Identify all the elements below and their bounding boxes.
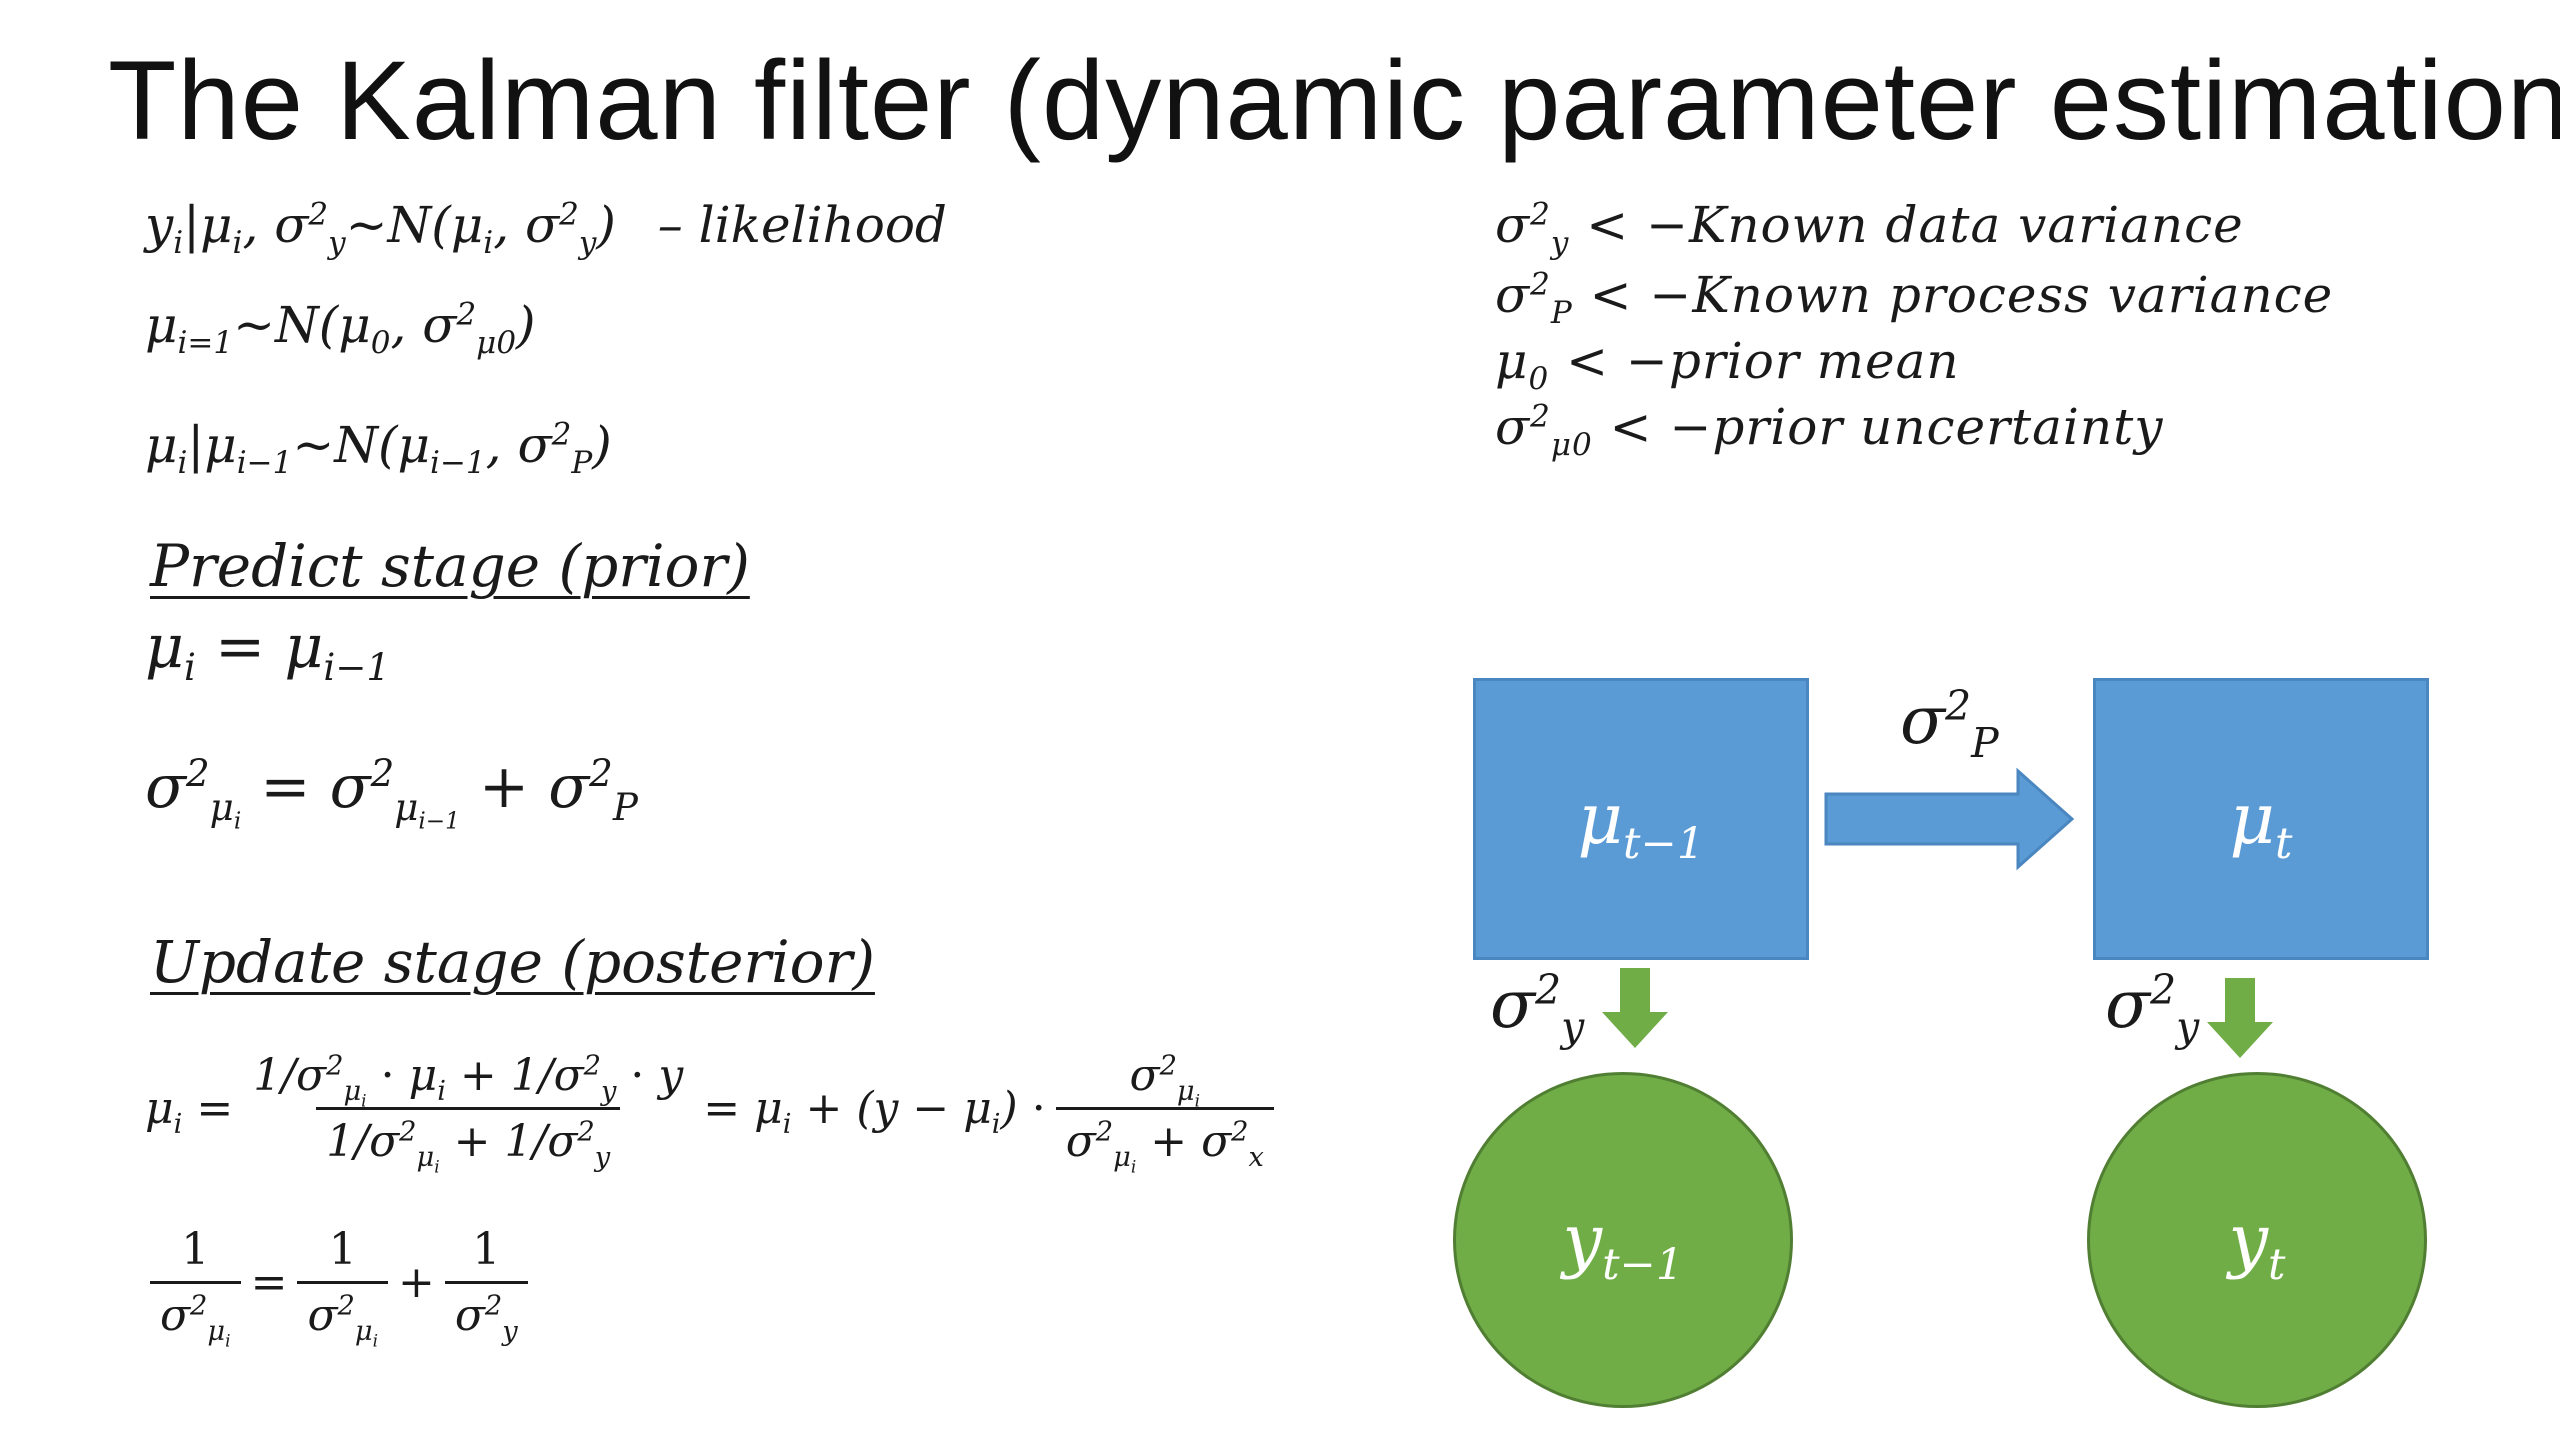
emission-arrow-current — [2207, 978, 2273, 1058]
legend-data-variance-text: < −Known data variance — [1586, 196, 2244, 254]
data-variance-label-current: σ2y — [2105, 966, 2200, 1052]
initial-state-equation: μi=1~N(μ0, σ2μ0) — [145, 296, 536, 361]
legend-process-variance-text: < −Known process variance — [1589, 266, 2334, 324]
process-variance-label: σ2P — [1900, 682, 1999, 768]
transition-equation: μi|μi−1~N(μi−1, σ2P) — [145, 416, 612, 481]
observation-circle-previous: yt−1 — [1453, 1072, 1793, 1408]
legend-prior-mean: μ0 < −prior mean — [1495, 332, 1960, 397]
data-variance-label-previous: σ2y — [1490, 966, 1585, 1052]
process-arrow — [1824, 767, 2075, 871]
state-box-current: μt — [2093, 678, 2429, 960]
legend-data-variance: σ2y < −Known data variance — [1495, 196, 2244, 261]
legend-process-variance: σ2P < −Known process variance — [1495, 266, 2334, 331]
predict-mean-equation: μi = μi−1 — [145, 612, 391, 689]
likelihood-equation: yi|μi, σ2y~N(μi, σ2y) – likelihood — [145, 196, 947, 261]
predict-variance-equation: σ2μi = σ2μi−1 + σ2P — [145, 751, 638, 835]
emission-arrow-previous — [1602, 968, 1668, 1048]
legend-prior-uncertainty: σ2μ0 < −prior uncertainty — [1495, 398, 2164, 463]
slide-title: The Kalman filter (dynamic parameter est… — [108, 38, 2560, 163]
update-mean-equation: μi = 1/σ2μi · μi + 1/σ2y · y 1/σ2μi + 1/… — [145, 1050, 1284, 1175]
observation-circle-current: yt — [2087, 1072, 2427, 1408]
legend-prior-mean-text: < −prior mean — [1566, 332, 1960, 390]
update-stage-heading: Update stage (posterior) — [150, 928, 875, 996]
likelihood-note: – likelihood — [657, 196, 947, 254]
legend-prior-uncertainty-text: < −prior uncertainty — [1609, 398, 2164, 456]
predict-stage-heading: Predict stage (prior) — [150, 532, 750, 600]
state-box-previous: μt−1 — [1473, 678, 1809, 960]
